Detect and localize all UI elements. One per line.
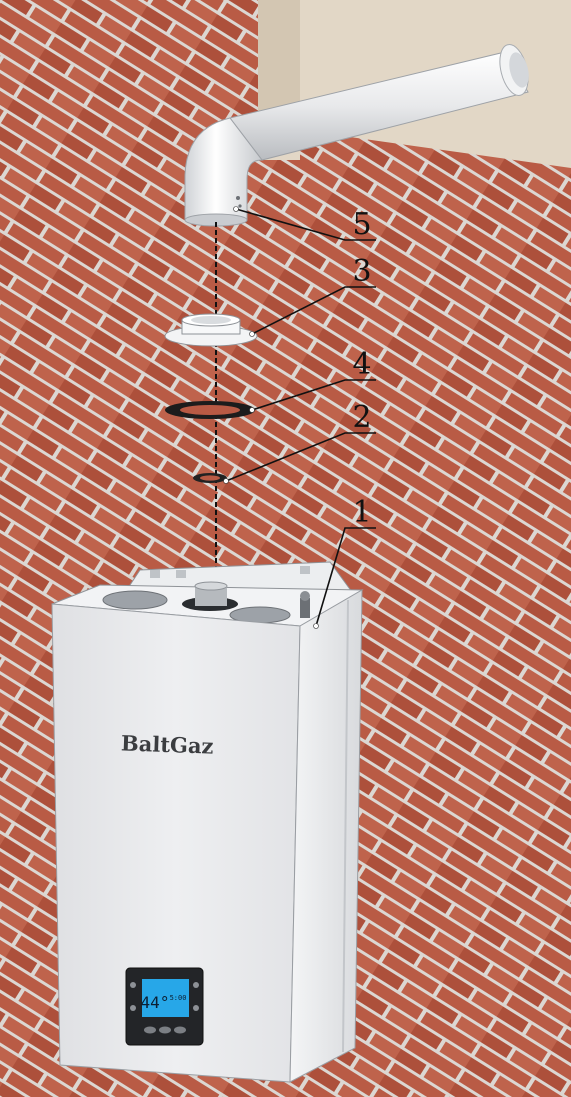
control-panel: 44° 5:00 [126, 968, 203, 1045]
panel-button-right[interactable] [174, 1027, 186, 1034]
brand-label: BaltGaz [121, 730, 214, 758]
callout-4: 4 [352, 347, 371, 382]
callout-3: 3 [352, 254, 371, 289]
large-gasket [165, 401, 255, 419]
display-secondary: 5:00 [170, 994, 187, 1002]
panel-button-left[interactable] [144, 1027, 156, 1034]
callout-2: 2 [352, 400, 371, 435]
display-temperature: 44° [141, 993, 170, 1012]
callout-5: 5 [352, 207, 371, 242]
small-gasket [193, 473, 227, 483]
callout-1: 1 [352, 495, 371, 530]
boiler-unit [52, 562, 362, 1082]
panel-button-center[interactable] [159, 1027, 171, 1034]
